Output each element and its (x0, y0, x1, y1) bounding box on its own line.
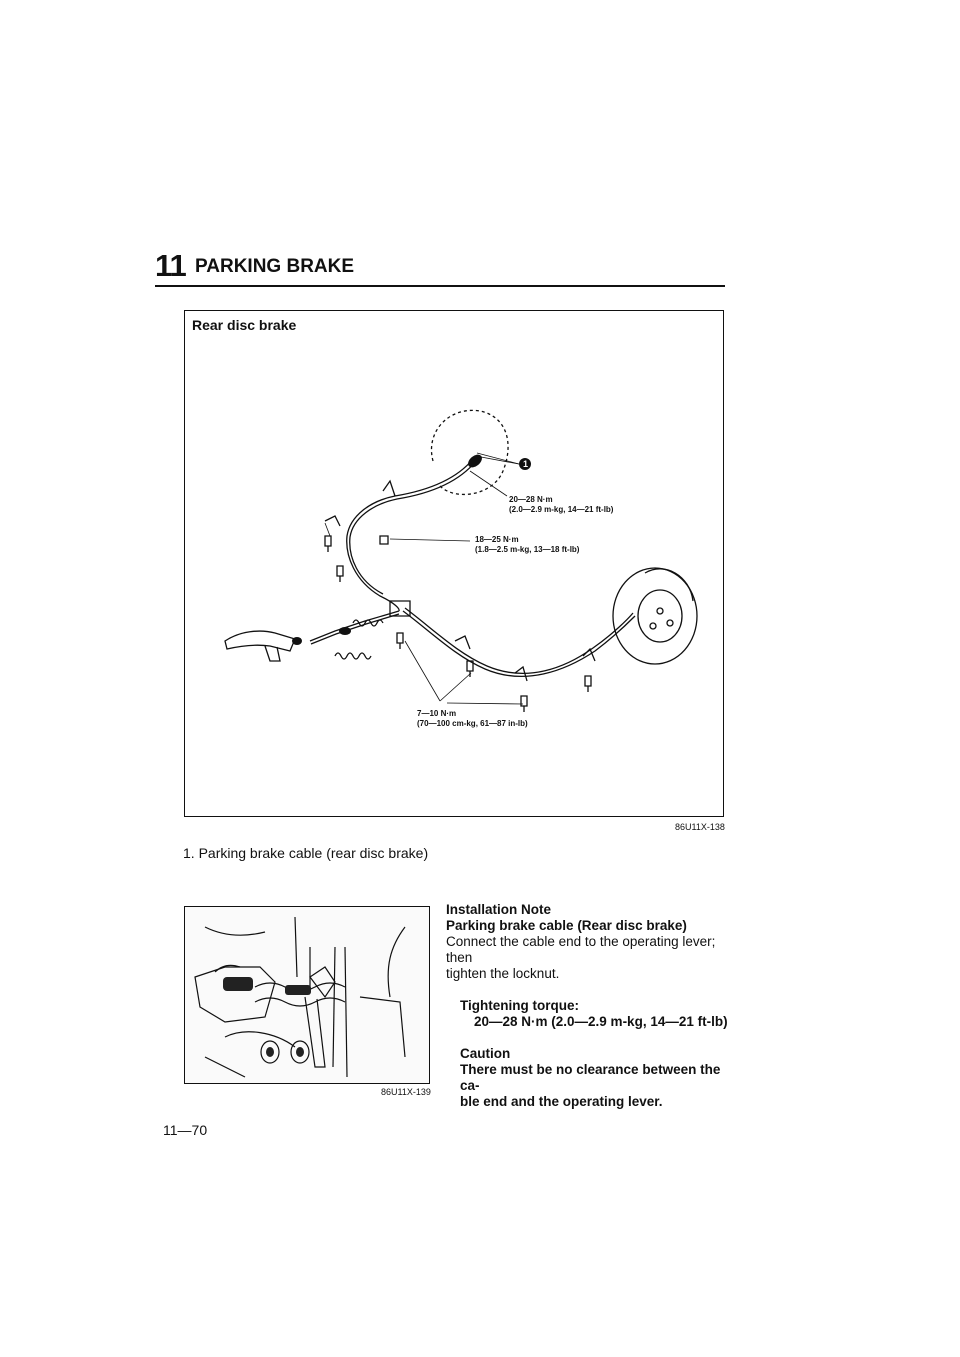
chapter-title: PARKING BRAKE (195, 256, 355, 277)
caution-line1: There must be no clearance between the c… (460, 1062, 721, 1093)
installation-subheading: Parking brake cable (Rear disc brake) (446, 918, 687, 933)
figure-caption: 1. Parking brake cable (rear disc brake) (183, 845, 429, 861)
torque-heading: Tightening torque: (460, 998, 579, 1013)
installation-body-line2: tighten the locknut. (446, 966, 560, 981)
figure-title: Rear disc brake (192, 317, 297, 333)
torque-label-2: 18—25 N·m (1.8—2.5 m-kg, 13—18 ft-lb) (475, 535, 580, 554)
caution-heading: Caution (460, 1046, 511, 1061)
page-header: 11 PARKING BRAKE (155, 248, 725, 288)
torque-label-3: 7—10 N·m (70—100 cm-kg, 61—87 in-lb) (417, 709, 528, 728)
header-rule (155, 285, 725, 287)
page-number: 11—70 (163, 1122, 208, 1138)
installation-body-line1: Connect the cable end to the operating l… (446, 934, 716, 965)
callout-marker: 1 (523, 459, 529, 469)
installation-notes: Installation Note Parking brake cable (R… (446, 902, 736, 1110)
callout-marker-circle (519, 458, 531, 470)
figure-operating-lever (184, 906, 430, 1084)
figure-code: 86U11X-138 (675, 822, 725, 832)
parking-brake-cable-diagram (224, 409, 698, 712)
figure-rear-disc-brake: Rear disc brake (184, 310, 724, 817)
installation-heading: Installation Note (446, 902, 552, 917)
chapter-number: 11 (155, 248, 187, 283)
torque-label-1: 20—28 N·m (2.0—2.9 m-kg, 14—21 ft-lb) (509, 495, 614, 514)
caution-line2: ble end and the operating lever. (460, 1094, 663, 1109)
torque-value: 20—28 N·m (2.0—2.9 m-kg, 14—21 ft-lb) (474, 1014, 728, 1029)
figure2-code: 86U11X-139 (381, 1087, 431, 1097)
operating-lever-illustration (194, 916, 406, 1078)
